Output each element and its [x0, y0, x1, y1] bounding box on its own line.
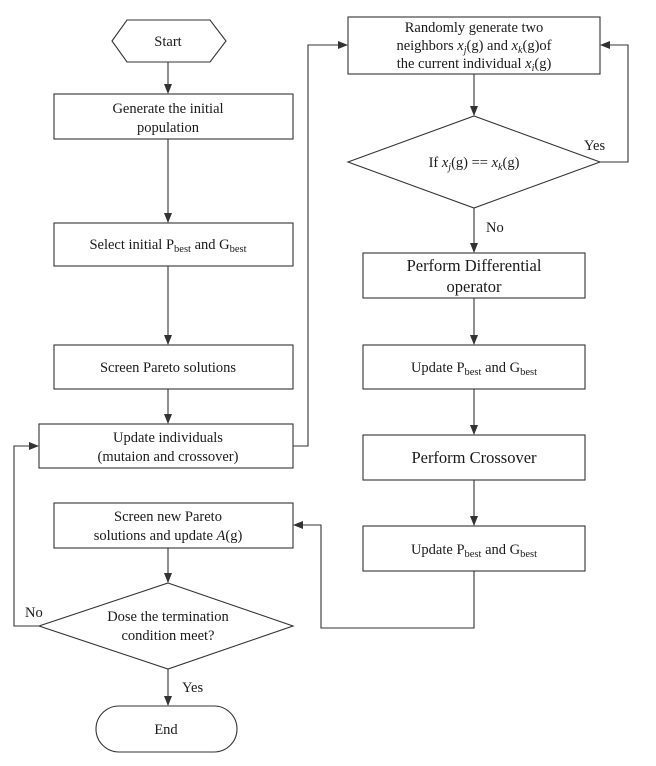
screen-new-pareto-node: Screen new Pareto solutions and update A… — [53, 502, 294, 549]
random-neighbors-line3: the current individual xi(g) — [397, 56, 552, 74]
termination-line2: condition meet? — [121, 628, 214, 644]
differential-operator-line1: Perform Differential — [407, 256, 542, 275]
random-neighbors-line1: Randomly generate two — [405, 20, 544, 36]
update-best-label-1: Update Pbest and Gbest — [411, 360, 537, 378]
random-neighbors-line2: neighbors xj(g) and xk(g)of — [396, 38, 551, 56]
generate-population-line2: population — [137, 120, 200, 136]
update-individuals-node: Update individuals (mutaion and crossove… — [38, 423, 294, 469]
crossover-node: Perform Crossover — [362, 434, 586, 481]
start-label: Start — [154, 34, 181, 50]
edge-label-yes-loop: Yes — [584, 138, 605, 154]
connector-update-to-random — [293, 41, 348, 447]
edge-label-yes-end: Yes — [182, 680, 203, 696]
generate-population-line1: Generate the initial — [112, 101, 223, 117]
edge-label-no-down: No — [486, 220, 504, 236]
screen-new-pareto-line2: solutions and update A(g) — [94, 528, 243, 544]
termination-line1: Dose the termination — [107, 609, 229, 625]
edge-label-no-left: No — [25, 605, 43, 621]
update-best-label-2: Update Pbest and Gbest — [411, 542, 537, 560]
crossover-label: Perform Crossover — [411, 448, 537, 467]
generate-population-node: Generate the initial population — [53, 93, 294, 140]
connector-termination-no-loop — [13, 442, 39, 627]
screen-new-pareto-line1: Screen new Pareto — [114, 509, 222, 525]
neighbor-equal-label: If xj(g) == xk(g) — [429, 155, 520, 173]
select-initial-best-label: Select initial Pbest and Gbest — [89, 237, 246, 255]
end-label: End — [154, 722, 178, 738]
start-node: Start — [111, 19, 227, 63]
screen-pareto-label: Screen Pareto solutions — [100, 360, 236, 376]
update-individuals-line2: (mutaion and crossover) — [98, 449, 239, 465]
random-neighbors-node: Randomly generate two neighbors xj(g) an… — [347, 16, 601, 75]
termination-decision-node: Dose the termination condition meet? — [37, 582, 295, 670]
neighbor-equal-decision-node: If xj(g) == xk(g) — [346, 115, 602, 209]
connector-decision-yes-loop — [600, 41, 629, 163]
update-individuals-line1: Update individuals — [113, 430, 223, 446]
differential-operator-node: Perform Differential operator — [362, 252, 586, 299]
screen-pareto-node: Screen Pareto solutions — [53, 344, 294, 390]
connector-update2-to-screen-new — [293, 521, 475, 629]
end-node: End — [95, 705, 238, 753]
update-best-node-2: Update Pbest and Gbest — [362, 525, 586, 572]
differential-operator-line2: operator — [447, 277, 502, 296]
update-best-node-1: Update Pbest and Gbest — [362, 344, 586, 390]
select-initial-best-node: Select initial Pbest and Gbest — [53, 222, 294, 267]
